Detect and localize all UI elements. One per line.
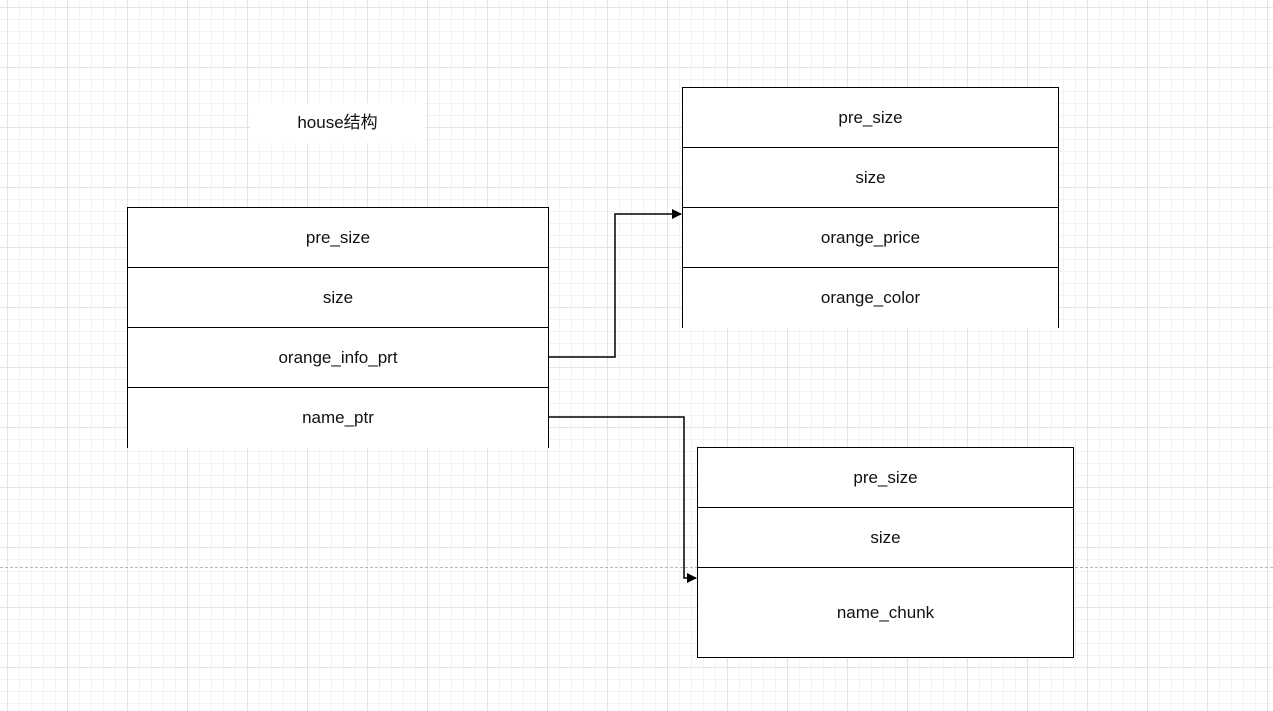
arrow-orange-info-to-orange[interactable] <box>549 209 682 358</box>
house-field-size[interactable]: size <box>128 268 548 328</box>
house-field-orange-info-prt[interactable]: orange_info_prt <box>128 328 548 388</box>
house-field-name-ptr[interactable]: name_ptr <box>128 388 548 448</box>
arrow-name-ptr-to-name-chunk[interactable] <box>549 416 697 583</box>
orange-field-orange-color[interactable]: orange_color <box>683 268 1058 328</box>
orange-field-size[interactable]: size <box>683 148 1058 208</box>
name-chunk-field-size[interactable]: size <box>698 508 1073 568</box>
house-struct-box[interactable]: pre_size size orange_info_prt name_ptr <box>127 207 549 448</box>
name-chunk-field-pre-size[interactable]: pre_size <box>698 448 1073 508</box>
orange-field-orange-price[interactable]: orange_price <box>683 208 1058 268</box>
name-chunk-struct-box[interactable]: pre_size size name_chunk <box>697 447 1074 658</box>
orange-field-pre-size[interactable]: pre_size <box>683 88 1058 148</box>
house-field-pre-size[interactable]: pre_size <box>128 208 548 268</box>
name-chunk-field-name-chunk[interactable]: name_chunk <box>698 568 1073 657</box>
diagram-title[interactable]: house结构 <box>250 103 425 143</box>
orange-struct-box[interactable]: pre_size size orange_price orange_color <box>682 87 1059 328</box>
page-break-line <box>0 567 1273 568</box>
